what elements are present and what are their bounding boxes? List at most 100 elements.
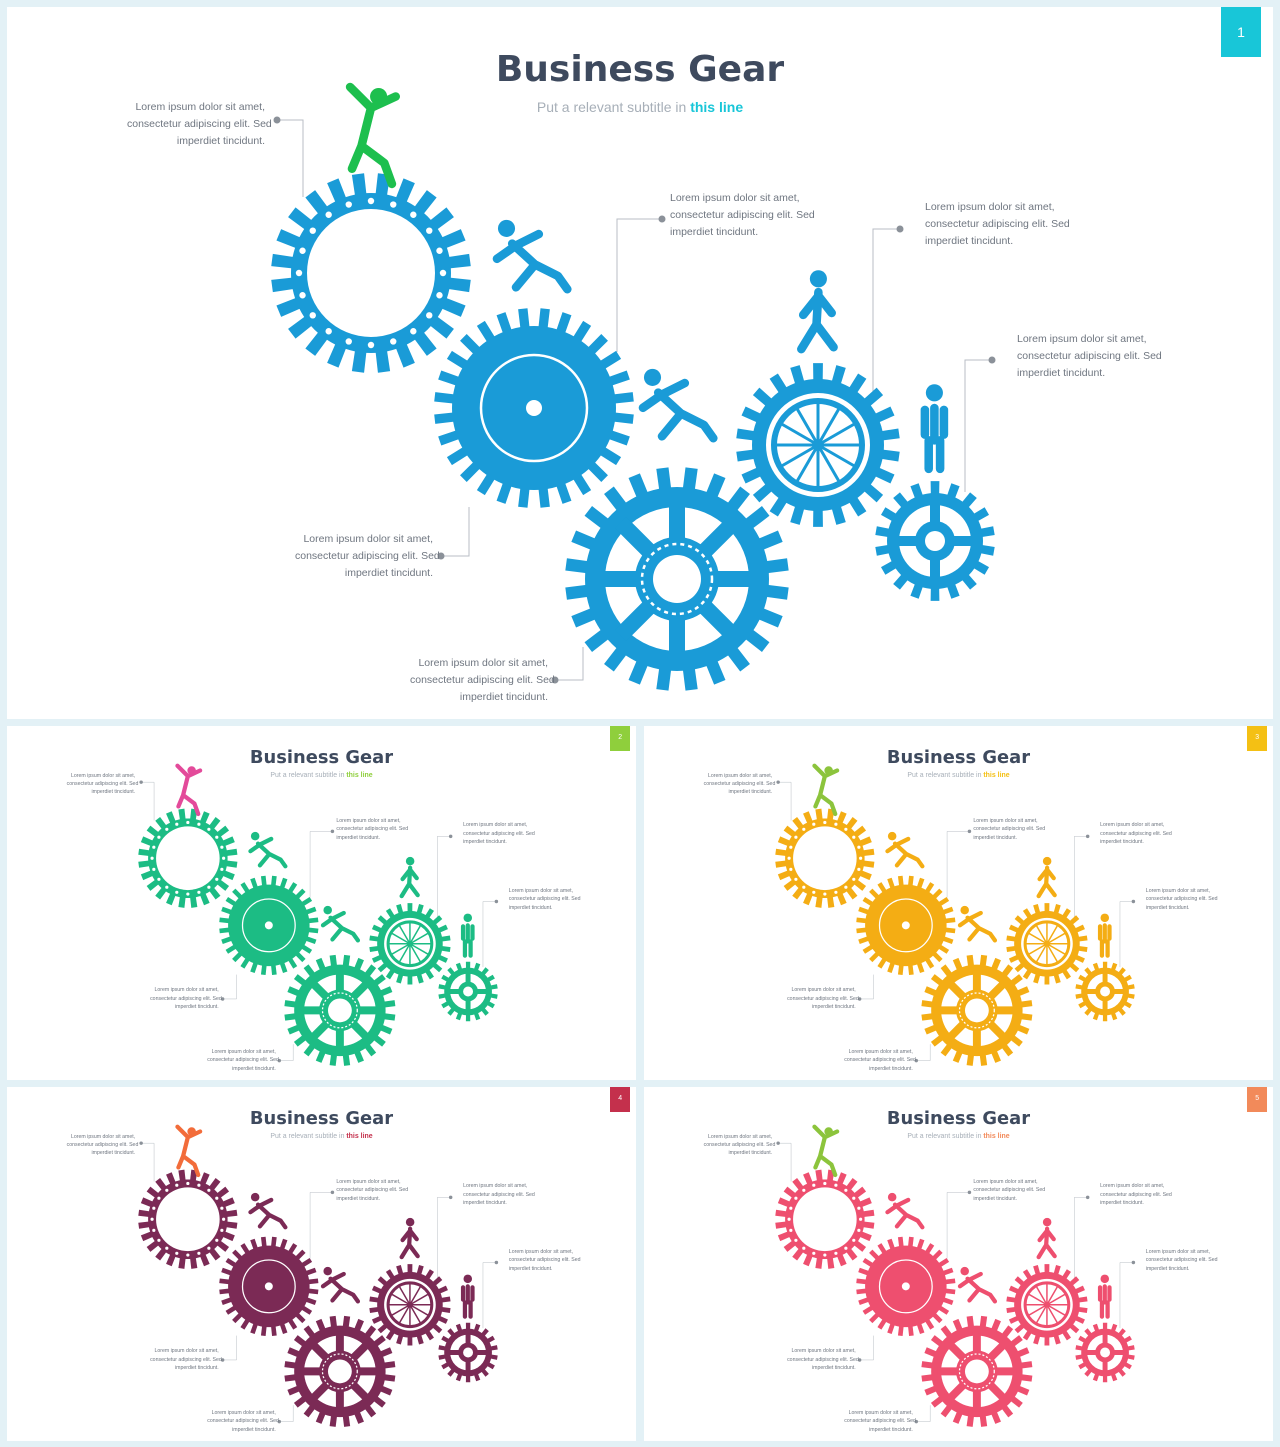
person-run-2-icon — [320, 905, 361, 943]
note-text-2: Lorem ipsum dolor sit amet,consectetur a… — [336, 1178, 415, 1203]
slide-1: Business Gear Put a relevant subtitle in… — [7, 7, 1273, 719]
gear-4-spoke — [779, 421, 819, 447]
gear-1-hole — [789, 845, 793, 849]
note-line: Lorem ipsum dolor sit amet, — [973, 1178, 1038, 1185]
leader-dot — [857, 1358, 862, 1362]
gear-1-hole — [207, 885, 211, 889]
note-line: consectetur adipiscing elit. Sed — [207, 1057, 279, 1064]
note-line: Lorem ipsum dolor sit amet, — [1100, 1183, 1165, 1190]
person-stand-icon — [1097, 913, 1112, 958]
gear-1-hole — [165, 1246, 169, 1250]
gear-3-dash — [958, 1353, 995, 1390]
gear-4-spoke — [817, 443, 857, 469]
person-run-icon — [492, 219, 572, 294]
gear-1-hole — [436, 292, 443, 299]
gear-5-rim — [1075, 1322, 1135, 1383]
gear-1-hole — [186, 892, 190, 896]
gear-1-hole — [823, 1253, 827, 1257]
gear-3-spoke — [988, 1021, 1008, 1042]
gear-4-spoke — [794, 406, 820, 446]
gear-1-hole — [834, 1183, 838, 1187]
gear-1-hole — [215, 1238, 219, 1242]
note-line: consectetur adipiscing elit. Sed — [127, 117, 272, 130]
gear-1-hole — [794, 877, 798, 881]
leader-line — [1119, 1262, 1134, 1329]
slide-title: Business Gear — [249, 746, 394, 768]
leader-line — [616, 218, 662, 352]
gear-4-rim — [1006, 1264, 1088, 1346]
note-line: consectetur adipiscing elit. Sed — [787, 1356, 859, 1363]
gear-1-hole — [859, 1217, 863, 1221]
gear-4-spoke — [1046, 1304, 1067, 1317]
gear-4-spoke — [1035, 943, 1048, 964]
note-line: Lorem ipsum dolor sit amet, — [707, 1133, 773, 1140]
note-line: consectetur adipiscing elit. Sed — [1100, 830, 1172, 837]
leader-dot — [857, 997, 862, 1001]
note-line: imperdiet tincidunt. — [1100, 839, 1144, 846]
gear-1-hole — [325, 211, 332, 218]
gear-1-hole — [812, 822, 816, 826]
gear-1-hole — [150, 1217, 154, 1221]
note-text-4: Lorem ipsum dolor sit amet,consectetur a… — [1146, 1248, 1225, 1273]
leader-line — [916, 1405, 931, 1422]
leader-dot — [914, 1419, 919, 1424]
person-body — [1097, 923, 1112, 958]
note-line: consectetur adipiscing elit. Sed — [508, 1257, 581, 1264]
note-text-4: Lorem ipsum dolor sit amet,consectetur a… — [1017, 331, 1177, 381]
note-line: Lorem ipsum dolor sit amet, — [973, 817, 1038, 824]
gear-3-axle — [653, 555, 701, 603]
gear-4-spoke — [1035, 1304, 1048, 1325]
note-line: Lorem ipsum dolor sit amet, — [154, 1348, 219, 1355]
note-text-5: Lorem ipsum dolor sit amet,consectetur a… — [787, 1347, 859, 1372]
gear-1-hole — [823, 892, 827, 896]
slide-5: Business Gear Put a relevant subtitle in… — [644, 1087, 1273, 1441]
note-line: Lorem ipsum dolor sit amet, — [463, 1183, 528, 1190]
subtitle-text: Put a relevant subtitle in — [907, 1132, 984, 1140]
gear-3-spoke — [988, 1340, 1008, 1361]
note-text-2: Lorem ipsum dolor sit amet,consectetur a… — [973, 817, 1052, 842]
gear-5-axle — [463, 1347, 474, 1358]
gear-1-hole — [812, 1251, 816, 1255]
leader-line — [482, 1262, 497, 1329]
note-line: imperdiet tincidunt. — [1017, 366, 1106, 379]
note-line: Lorem ipsum dolor sit amet, — [303, 533, 433, 545]
note-text-4: Lorem ipsum dolor sit amet,consectetur a… — [509, 1248, 588, 1273]
leader-line — [482, 901, 497, 968]
gear-4-spoke — [409, 1285, 422, 1306]
gear-5-axle — [1100, 1347, 1111, 1358]
person-body — [248, 836, 288, 869]
leader-dot — [551, 676, 559, 684]
gear-2-axle — [264, 1282, 273, 1291]
person-run-2-icon — [957, 905, 998, 943]
leader-line — [916, 1044, 931, 1061]
gear-4-spoke — [409, 932, 430, 945]
gear-1-hole — [802, 1246, 806, 1250]
leader-line — [437, 1197, 451, 1279]
note-line: Lorem ipsum dolor sit amet, — [154, 987, 219, 994]
gear-1-hole — [299, 292, 306, 299]
leader-line — [778, 781, 792, 821]
person-body — [345, 82, 400, 189]
person-body — [885, 1197, 925, 1230]
note-line: consectetur adipiscing elit. Sed — [703, 1142, 776, 1149]
gear-1-hole — [345, 338, 352, 345]
note-line: consectetur adipiscing elit. Sed — [336, 826, 409, 833]
leader-line — [309, 1192, 333, 1259]
gear-3-dash — [958, 992, 995, 1029]
gear-illustration — [138, 763, 499, 1066]
note-text-6: Lorem ipsum dolor sit amet,consectetur a… — [844, 1409, 916, 1434]
gear-1-hole — [852, 835, 856, 839]
gear-1-hole — [390, 338, 397, 345]
gear-3-axle — [964, 1359, 989, 1384]
gear-1-hole — [157, 877, 161, 881]
person-stand-icon — [920, 384, 949, 474]
gear-1-hole — [215, 1196, 219, 1200]
note-line: imperdiet tincidunt. — [174, 1004, 219, 1011]
gear-5-axle — [1100, 986, 1111, 997]
note-line: consectetur adipiscing elit. Sed — [410, 673, 555, 686]
leader-dot — [776, 1141, 780, 1145]
leader-dot — [139, 780, 143, 784]
gear-1-hole — [299, 247, 306, 254]
gear-4-spoke — [1027, 932, 1048, 945]
slide-number-badge: 3 — [1247, 726, 1268, 751]
